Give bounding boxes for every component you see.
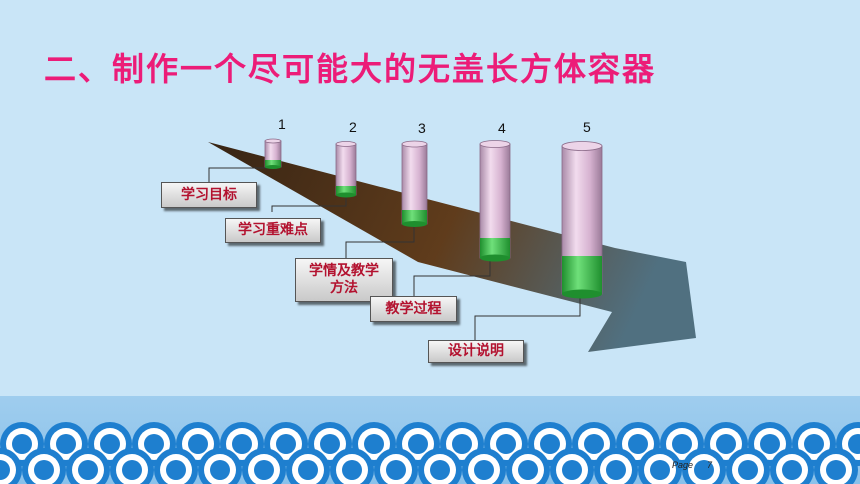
cylinder-4 bbox=[479, 140, 511, 262]
wave-scale bbox=[254, 460, 274, 480]
wave-scale bbox=[78, 460, 98, 480]
wave-scale bbox=[738, 460, 758, 480]
wave-scale bbox=[584, 434, 604, 454]
wave-scale bbox=[826, 460, 846, 480]
wave-scale bbox=[540, 434, 560, 454]
wave-scale bbox=[298, 460, 318, 480]
wave-scale bbox=[518, 460, 538, 480]
wave-scale bbox=[650, 460, 670, 480]
wave-pattern bbox=[0, 422, 860, 484]
slide-title: 二、制作一个尽可能大的无盖长方体容器 bbox=[44, 50, 657, 88]
wave-scale bbox=[188, 434, 208, 454]
wave-scale bbox=[12, 434, 32, 454]
stage-box-design-notes[interactable]: 设计说明 bbox=[428, 340, 524, 363]
wave-scale bbox=[122, 460, 142, 480]
wave-scale bbox=[804, 434, 824, 454]
wave-scale bbox=[210, 460, 230, 480]
stage-box-learning-goals[interactable]: 学习目标 bbox=[161, 182, 257, 208]
stage-box-learner-analysis[interactable]: 学情及教学 方法 bbox=[295, 258, 393, 302]
wave-scale bbox=[56, 434, 76, 454]
page-footer: Page 7 bbox=[672, 460, 712, 470]
wave-scale bbox=[364, 434, 384, 454]
cylinder-5 bbox=[561, 141, 603, 299]
wave-scale bbox=[848, 434, 860, 454]
wave-scale bbox=[0, 460, 10, 480]
wave-footer bbox=[0, 396, 860, 484]
wave-scale bbox=[496, 434, 516, 454]
cylinder-3 bbox=[401, 140, 428, 227]
wave-scale bbox=[34, 460, 54, 480]
wave-scale bbox=[606, 460, 626, 480]
step-number-1: 1 bbox=[278, 116, 286, 132]
wave-scale bbox=[672, 434, 692, 454]
cylinder-1 bbox=[264, 138, 282, 169]
wave-scale bbox=[452, 434, 472, 454]
page-number: 7 bbox=[707, 460, 713, 470]
stage-box-key-difficulties[interactable]: 学习重难点 bbox=[225, 218, 321, 243]
step-number-5: 5 bbox=[583, 119, 591, 135]
wave-scale bbox=[430, 460, 450, 480]
wave-scale bbox=[166, 460, 186, 480]
wave-scale bbox=[144, 434, 164, 454]
wave-scale bbox=[716, 434, 736, 454]
wave-scale bbox=[694, 460, 714, 480]
step-number-2: 2 bbox=[349, 119, 357, 135]
page-label: Page bbox=[672, 460, 694, 470]
wave-scale bbox=[628, 434, 648, 454]
wave-scale bbox=[408, 434, 428, 454]
wave-scale bbox=[386, 460, 406, 480]
wave-scale bbox=[232, 434, 252, 454]
wave-scale bbox=[474, 460, 494, 480]
wave-scale bbox=[320, 434, 340, 454]
wave-scale bbox=[342, 460, 362, 480]
progress-arrow bbox=[208, 142, 696, 352]
wave-scale bbox=[760, 434, 780, 454]
step-number-4: 4 bbox=[498, 120, 506, 136]
connector-lines bbox=[208, 160, 581, 340]
wave-scale bbox=[562, 460, 582, 480]
step-number-3: 3 bbox=[418, 120, 426, 136]
wave-scale bbox=[276, 434, 296, 454]
cylinder-2 bbox=[335, 141, 357, 198]
stage-box-teaching-process[interactable]: 教学过程 bbox=[370, 296, 457, 322]
wave-scale bbox=[782, 460, 802, 480]
wave-scale bbox=[100, 434, 120, 454]
